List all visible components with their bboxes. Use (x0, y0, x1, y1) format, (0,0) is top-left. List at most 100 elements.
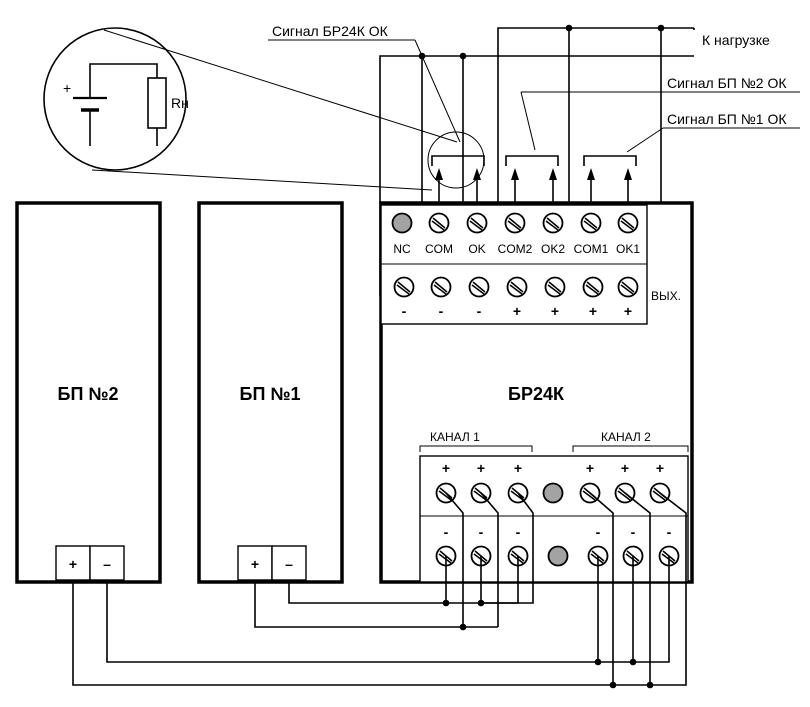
junction (418, 52, 426, 60)
bracket-ok2 (505, 155, 559, 166)
output-side-label: ВЫХ. (651, 289, 681, 303)
output-screw-ok (466, 212, 488, 234)
output-bottom-sign: + (513, 303, 521, 319)
output-bottom-sign: + (589, 303, 597, 319)
br24k-title: БР24К (508, 384, 565, 404)
output-terminal-label: NC (393, 242, 411, 256)
output-terminal-label: OK2 (541, 242, 565, 256)
junction (594, 658, 602, 666)
output-terminal-label: COM (425, 242, 453, 256)
signal-br24k-label: Сигнал БР24К ОК (272, 23, 389, 39)
to-load-label: К нагрузке (702, 32, 770, 48)
resistor-label: Rн (171, 95, 189, 111)
bp1-minus-label: – (285, 556, 293, 572)
output-bottom-sign: - (402, 303, 407, 319)
br24k-unit: БР24К NC COM OK COM2 OK2 COM1 OK1 - - - + + + + ВЫХ.… (379, 201, 694, 584)
input-upper-sign: + (656, 460, 664, 476)
output-screw-nc (391, 212, 413, 234)
wire-com2 (497, 27, 694, 212)
output-terminal-label: COM1 (574, 242, 609, 256)
output-bottom-screw (544, 276, 566, 298)
bp1-plus-terminal (237, 545, 273, 581)
output-screw-ok1 (617, 212, 639, 234)
signal-bp2-label: Сигнал БП №2 ОК (667, 75, 787, 91)
wire-bp2-plus (72, 492, 687, 686)
wire-ch1-plus-3 (480, 492, 534, 604)
output-terminal-label: COM2 (498, 242, 533, 256)
input-upper-sign: + (621, 460, 629, 476)
output-screw-com1 (580, 212, 602, 234)
bp1-minus-terminal (271, 545, 307, 581)
output-bottom-screw (617, 276, 639, 298)
bracket-ok (431, 155, 485, 166)
bp1-unit: БП №1 + – (197, 201, 344, 584)
channel1-bracket (419, 445, 533, 452)
resistor-icon (147, 77, 167, 129)
inset-leader-bottom (91, 169, 433, 191)
bp1-title: БП №1 (240, 384, 301, 404)
junction (442, 599, 450, 607)
junction (459, 52, 467, 60)
input-lower-sign: - (516, 524, 521, 540)
output-bottom-sign: - (477, 303, 482, 319)
inset-wire-top (89, 63, 158, 98)
input-lower-sign: - (444, 524, 449, 540)
channel2-bracket (572, 445, 689, 452)
signal-bp1-leader (626, 127, 664, 153)
wire-ch2-plus-2 (624, 492, 651, 685)
output-bottom-screw (582, 276, 604, 298)
input-lower-sign: - (667, 524, 672, 540)
wire-bp1-plus (254, 580, 498, 628)
input-upper-sign: + (442, 460, 450, 476)
junction (629, 658, 637, 666)
inset-leader-top (103, 29, 458, 143)
inset-detail: + Rн (43, 27, 458, 191)
output-bottom-screw (393, 276, 415, 298)
output-terminal-label: OK1 (616, 242, 640, 256)
output-bottom-screw (506, 276, 528, 298)
output-screw-com2 (504, 212, 526, 234)
bp2-plus-terminal (55, 545, 91, 581)
bp2-minus-terminal (89, 545, 125, 581)
junction (477, 599, 485, 607)
bp2-unit: БП №2 + – (15, 201, 162, 584)
output-terminal-label: OK (468, 242, 485, 256)
bp1-plus-label: + (251, 556, 259, 572)
bp2-title: БП №2 (58, 384, 119, 404)
output-bottom-screw (430, 276, 452, 298)
output-bottom-sign: + (624, 303, 632, 319)
inset-circle (43, 27, 187, 171)
input-upper-sign: + (586, 460, 594, 476)
junction (565, 24, 573, 32)
callouts: Сигнал БР24К ОК К нагрузке Сигнал БП №2 … (268, 23, 800, 153)
input-upper-screw (542, 482, 564, 504)
input-upper-sign: + (477, 460, 485, 476)
channel1-label: КАНАЛ 1 (430, 430, 480, 444)
bracket-ok1 (583, 155, 637, 166)
bp1-box (197, 201, 344, 584)
wire-bp1-minus (288, 556, 519, 604)
battery-plus-label: + (63, 80, 71, 96)
bp2-box (15, 201, 162, 584)
output-bottom-screw (468, 276, 490, 298)
junction (609, 681, 617, 689)
wire-bp2-minus (106, 556, 670, 663)
bottom-wiring (72, 492, 687, 689)
input-upper-sign: + (514, 460, 522, 476)
bp2-plus-label: + (69, 556, 77, 572)
junction (459, 623, 467, 631)
output-bottom-sign: - (439, 303, 444, 319)
wire-ch1-plus-1 (445, 492, 464, 627)
output-screw-ok2 (542, 212, 564, 234)
signal-bp2-leader (520, 91, 536, 151)
input-lower-sign: - (596, 524, 601, 540)
input-lower-sign: - (631, 524, 636, 540)
junction (646, 681, 654, 689)
wire-ch2-plus-1 (589, 492, 614, 685)
output-bottom-sign: + (551, 303, 559, 319)
bp2-minus-label: – (103, 556, 111, 572)
signal-bp1-label: Сигнал БП №1 ОК (667, 111, 787, 127)
wire-ch1-plus-2 (480, 492, 499, 627)
junction (657, 24, 665, 32)
